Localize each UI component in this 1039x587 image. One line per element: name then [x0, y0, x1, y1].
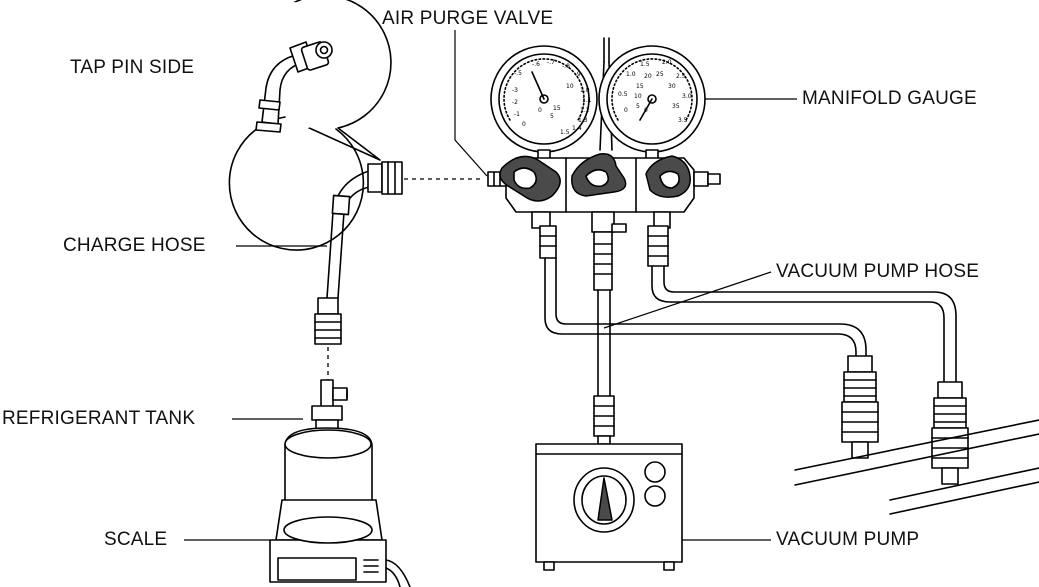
svg-text:2.0: 2.0 — [662, 59, 672, 66]
svg-text:.9: .9 — [575, 71, 581, 78]
svg-text:1.5: 1.5 — [560, 129, 570, 136]
vacuum-pump-hose-drawing — [593, 289, 615, 445]
leader-air-purge-valve — [454, 30, 488, 177]
svg-text:1.2: 1.2 — [580, 107, 590, 114]
label-vacuum-pump: VACUUM PUMP — [776, 529, 920, 550]
svg-text:20: 20 — [644, 73, 652, 80]
label-air-purge-valve: AIR PURGE VALVE — [382, 8, 554, 29]
charge-hose-drawing — [314, 161, 403, 345]
svg-text:3.5: 3.5 — [678, 117, 688, 124]
svg-text:35: 35 — [672, 103, 680, 110]
svg-text:15: 15 — [553, 105, 561, 112]
label-vacuum-pump-hose: VACUUM PUMP HOSE — [776, 261, 980, 282]
svg-text:10: 10 — [634, 93, 642, 100]
svg-text:0: 0 — [538, 107, 542, 114]
leader-vacuum-pump-hose — [603, 271, 772, 329]
manifold-gauge-drawing: -.5 -.6 -.7 -.8 .9 -3 10 1.0 -2 1.1 -1 0… — [487, 37, 721, 291]
svg-text:2.5: 2.5 — [676, 73, 686, 80]
vacuum-pump-drawing — [535, 443, 683, 571]
svg-text:5: 5 — [636, 103, 640, 110]
label-scale: SCALE — [104, 529, 168, 550]
svg-text:0: 0 — [624, 107, 628, 114]
svg-text:-.5: -.5 — [514, 70, 522, 77]
scale-drawing — [269, 499, 411, 587]
svg-text:3.0: 3.0 — [682, 93, 692, 100]
tap-pin-side-callout — [217, 0, 392, 251]
svg-text:-3: -3 — [512, 87, 518, 94]
svg-text:0: 0 — [644, 107, 648, 114]
label-manifold-gauge: MANIFOLD GAUGE — [802, 88, 977, 109]
svg-text:-1: -1 — [514, 111, 520, 118]
label-refrigerant-tank: REFRIGERANT TANK — [2, 408, 196, 429]
service-hoses — [544, 257, 1039, 515]
svg-text:1.1: 1.1 — [582, 97, 592, 104]
svg-text:10: 10 — [566, 83, 574, 90]
svg-text:25: 25 — [656, 71, 664, 78]
leader-lines — [184, 30, 797, 541]
svg-text:1.0: 1.0 — [626, 71, 636, 78]
svg-text:-.7: -.7 — [547, 59, 555, 66]
svg-text:0.5: 0.5 — [618, 91, 628, 98]
svg-text:1.5: 1.5 — [640, 61, 650, 68]
svg-text:15: 15 — [636, 83, 644, 90]
label-tap-pin-side: TAP PIN SIDE — [70, 57, 195, 78]
svg-text:5: 5 — [550, 113, 554, 120]
svg-text:-.6: -.6 — [532, 61, 540, 68]
svg-text:-2: -2 — [512, 99, 518, 106]
svg-text:1.4: 1.4 — [572, 125, 582, 132]
svg-text:1.0: 1.0 — [580, 87, 590, 94]
svg-text:1.3: 1.3 — [578, 117, 588, 124]
label-charge-hose: CHARGE HOSE — [63, 235, 206, 256]
svg-text:-.8: -.8 — [562, 63, 570, 70]
svg-text:0: 0 — [522, 121, 526, 128]
svg-text:30: 30 — [668, 83, 676, 90]
